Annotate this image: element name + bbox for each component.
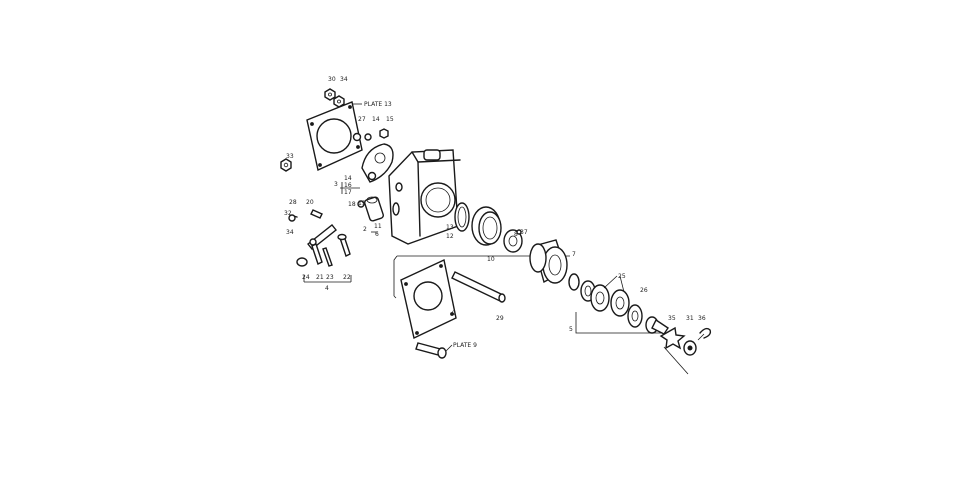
pump-housing (388, 149, 461, 245)
label-33: 33 (286, 153, 294, 160)
label-37: 37 (520, 229, 528, 236)
label-22: 22 (343, 274, 351, 281)
label-16: 16 (344, 182, 352, 189)
label-17: 17 (344, 189, 352, 196)
label-18: 18 (348, 201, 356, 208)
washer-26 (627, 304, 643, 328)
label-8: 8 (514, 231, 518, 238)
label-25: 25 (618, 273, 626, 280)
label-27: 27 (358, 116, 366, 123)
label-plate13: PLATE 13 (364, 101, 392, 108)
gears-25 (568, 273, 630, 317)
label-10: 10 (487, 256, 495, 263)
shaft-5 (645, 316, 669, 335)
label-5: 5 (569, 326, 573, 333)
label-3: 3 (334, 181, 338, 188)
label-4: 4 (325, 285, 329, 292)
label-plate9: PLATE 9 (453, 342, 477, 349)
label-2: 2 (363, 226, 367, 233)
label-14a: 14 (372, 116, 380, 123)
nut-left (280, 158, 292, 172)
label-7: 7 (572, 251, 576, 258)
seal-rings (454, 202, 502, 246)
label-12: 12 (446, 233, 454, 240)
screws-left (288, 209, 323, 222)
leader-lines (303, 182, 689, 375)
nut-31 (683, 340, 697, 356)
label-14b: 14 (344, 175, 352, 182)
label-35: 35 (668, 315, 676, 322)
label-31: 31 (686, 315, 694, 322)
stud-bolt (415, 342, 453, 359)
spacers (357, 196, 384, 222)
bush-10 (503, 229, 523, 253)
label-29: 29 (496, 315, 504, 322)
top-nuts (324, 88, 345, 108)
label-19: 19 (358, 200, 366, 207)
label-23: 23 (326, 274, 334, 281)
label-6: 6 (375, 231, 379, 238)
label-9: 9 (452, 310, 456, 317)
flange-plate-bottom (400, 258, 457, 340)
pin-22 (337, 233, 351, 257)
long-bolt-29 (451, 271, 506, 303)
label-11: 11 (374, 223, 382, 230)
label-30: 30 (328, 76, 336, 83)
star-knob-35 (659, 326, 686, 350)
small-fasteners (352, 128, 389, 142)
label-34a: 34 (340, 76, 348, 83)
label-21: 21 (316, 274, 324, 281)
label-32: 32 (284, 210, 292, 217)
gear-sleeve-7 (529, 239, 568, 284)
label-20: 20 (306, 199, 314, 206)
label-24: 24 (302, 274, 310, 281)
label-28: 28 (289, 199, 297, 206)
label-34b: 34 (286, 229, 294, 236)
label-36: 36 (698, 315, 706, 322)
lever-arm (296, 224, 337, 267)
clip-36 (697, 327, 712, 341)
gasket-plate-top (306, 101, 363, 171)
label-15: 15 (386, 116, 394, 123)
label-13: 13 (446, 224, 454, 231)
lever-bracket (361, 143, 394, 183)
label-26: 26 (640, 287, 648, 294)
